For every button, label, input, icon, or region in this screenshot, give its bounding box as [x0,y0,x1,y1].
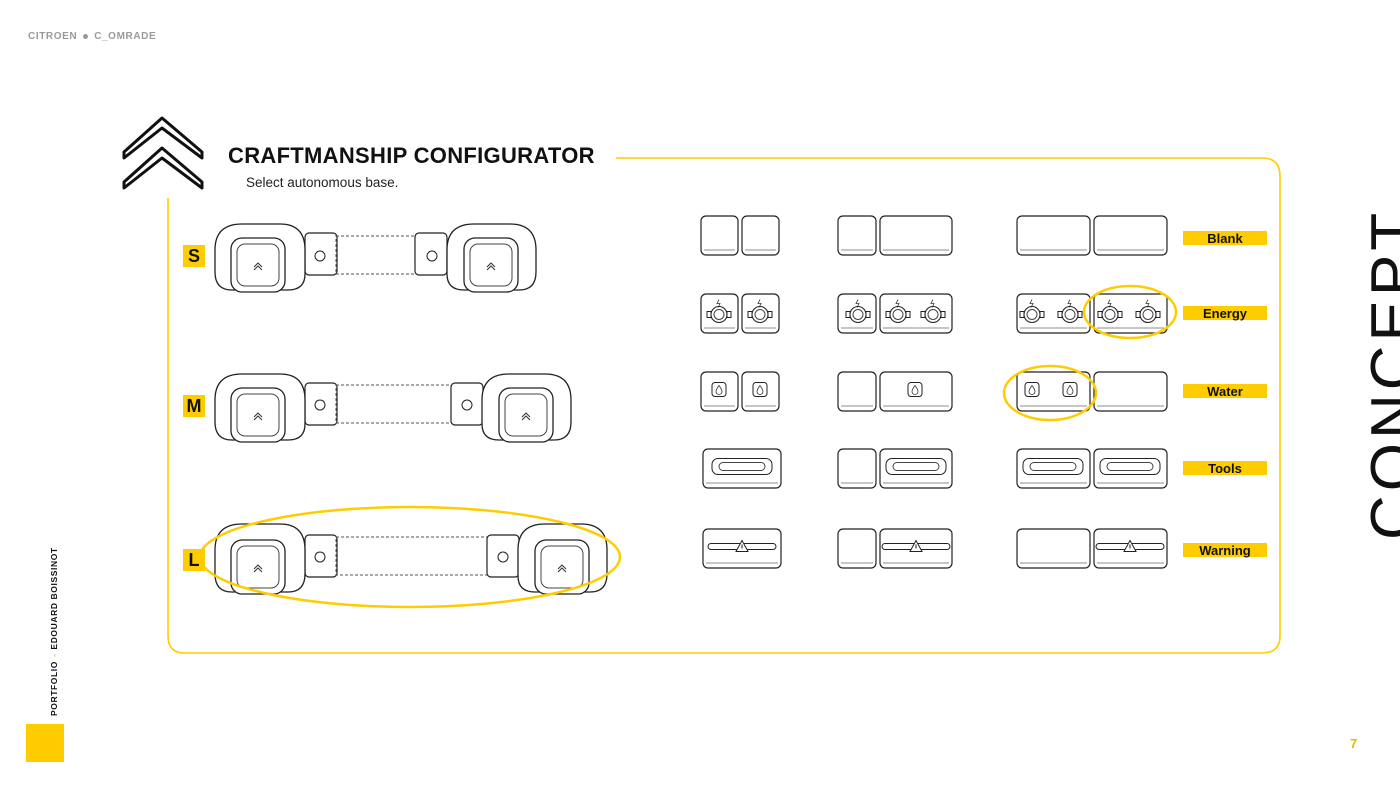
category-tools[interactable]: Tools [1183,461,1267,476]
module-tools-col3-b[interactable] [1093,448,1168,489]
base-s[interactable] [214,223,537,293]
credit-separator: - [49,653,59,658]
module-blank-col1-a[interactable] [700,215,739,256]
module-energy-col1-b[interactable] [741,293,780,334]
selection-highlight-water [1002,364,1098,422]
module-energy-col3-a[interactable] [1016,293,1091,334]
page-subtitle: Select autonomous base. [246,175,399,190]
category-energy[interactable]: Energy [1183,306,1267,321]
page-number: 7 [1350,736,1358,751]
module-energy-col2-large[interactable] [879,293,953,334]
module-tools-col2-large[interactable] [879,448,953,489]
size-tag-s[interactable]: S [183,245,205,267]
category-blank[interactable]: Blank [1183,231,1267,246]
module-blank-col1-b[interactable] [741,215,780,256]
project-label: C_OMRADE [94,31,157,42]
brand-label: CITROEN [28,31,78,42]
module-energy-col2-small[interactable] [837,293,877,334]
base-l[interactable] [214,523,608,595]
module-tools-col2-small[interactable] [837,448,877,489]
module-blank-col3-a[interactable] [1016,215,1091,256]
module-water-col2-large[interactable] [879,371,953,412]
module-tools-col3-a[interactable] [1016,448,1091,489]
module-energy-col3-b[interactable] [1093,293,1168,334]
module-blank-col3-b[interactable] [1093,215,1168,256]
accent-square [26,724,64,762]
portfolio-label: PORTFOLIO [49,661,59,716]
module-water-col2-small[interactable] [837,371,877,412]
author-name: EDOUARD BOISSINOT [49,547,59,650]
module-warning-col3-a[interactable] [1016,528,1091,569]
module-tools-col1[interactable] [702,448,782,489]
citroen-chevron-logo [122,116,204,190]
module-warning-col2-small[interactable] [837,528,877,569]
category-water[interactable]: Water [1183,384,1267,399]
concept-title: CONCEPT [1359,208,1400,540]
category-warning[interactable]: Warning [1183,543,1267,558]
size-tag-m[interactable]: M [183,395,205,417]
page-title: CRAFTMANSHIP CONFIGURATOR [228,143,595,168]
side-credit: PORTFOLIO - EDOUARD BOISSINOT [49,547,59,716]
top-breadcrumb: CITROEN C_OMRADE [28,31,156,42]
module-water-col1-b[interactable] [741,371,780,412]
module-water-col1-a[interactable] [700,371,739,412]
module-water-col3-a[interactable] [1016,371,1091,412]
module-energy-col1-a[interactable] [700,293,739,334]
selection-highlight-energy [1082,284,1178,340]
module-warning-col2-large[interactable] [879,528,953,569]
module-warning-col1[interactable] [702,528,782,569]
selection-highlight-l [198,505,622,609]
module-water-col3-b[interactable] [1093,371,1168,412]
module-warning-col3-b[interactable] [1093,528,1168,569]
base-m[interactable] [214,373,572,443]
module-blank-col2-small[interactable] [837,215,877,256]
separator-dot [83,34,89,39]
module-blank-col2-large[interactable] [879,215,953,256]
